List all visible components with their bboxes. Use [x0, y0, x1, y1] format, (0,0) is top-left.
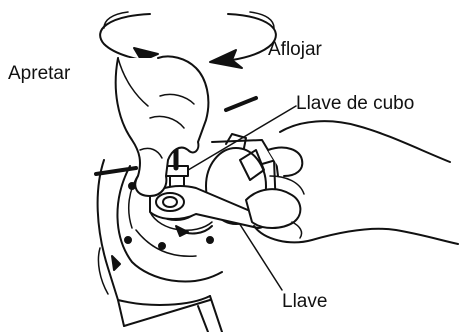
label-loosen: Aflojar [268, 40, 322, 59]
label-tighten: Apretar [8, 64, 70, 83]
rotate-counterclockwise-arrow-icon [210, 12, 276, 68]
label-socket-wrench: Llave de cubo [296, 94, 414, 113]
left-hand [116, 56, 209, 196]
right-hand [246, 121, 458, 244]
rotate-clockwise-arrow-icon [100, 12, 158, 66]
label-wrench: Llave [282, 292, 327, 311]
